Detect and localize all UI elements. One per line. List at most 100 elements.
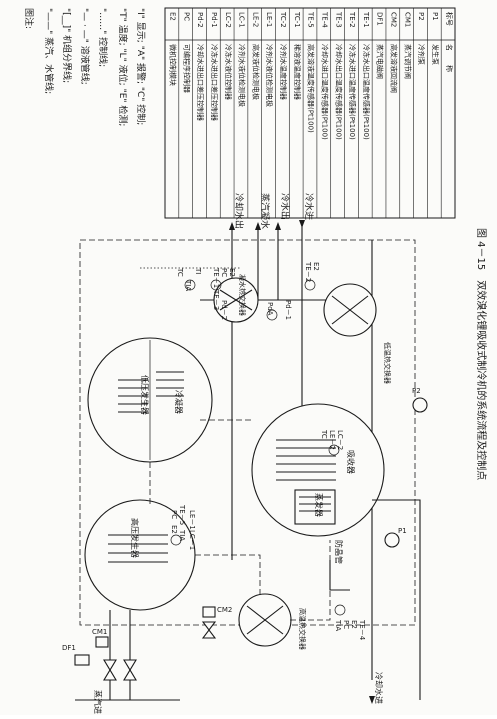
instrument-bubble bbox=[304, 279, 316, 291]
label-hx-high: 高温热交换器 bbox=[298, 608, 307, 650]
table-row: LE-1 冷剂水液位检测电极 bbox=[265, 12, 274, 107]
tag-le1: LE－1 bbox=[188, 510, 196, 530]
label-condenser: 冷凝器 bbox=[174, 390, 184, 414]
hx-diagonal bbox=[246, 605, 284, 635]
table-cell-name: 微机控制模块 bbox=[169, 44, 178, 86]
valve-icon bbox=[103, 668, 117, 681]
table-cell-name: 冷冻水进口温度传感器(Pt100) bbox=[348, 44, 357, 140]
tag-te1: TE－1 bbox=[212, 267, 220, 288]
table-cell-name: 发生泵 bbox=[431, 44, 440, 65]
label-cooling-water-in: 冷却水进 bbox=[374, 672, 384, 704]
table-row: CM1 蒸汽调节阀 bbox=[403, 12, 412, 79]
tag-tia-c: TIA bbox=[334, 619, 342, 631]
table-cell-name: 蒸汽电磁阀 bbox=[376, 44, 385, 79]
label-absorber: 吸收器 bbox=[346, 450, 356, 474]
table-cell-code: TE-1 bbox=[362, 11, 370, 28]
hx-diagonal bbox=[219, 289, 253, 311]
tag-pd2: Pd－2 bbox=[220, 300, 228, 320]
tag-pd1: Pd－1 bbox=[284, 300, 292, 320]
label-evaporator: 蒸发器 bbox=[314, 493, 324, 517]
table-cell-name: 冷却水进口温度传感器(Pt100) bbox=[320, 44, 329, 140]
tag-pc-c: PC bbox=[342, 620, 350, 629]
valve-icon bbox=[103, 659, 117, 672]
low-gen-coil bbox=[118, 379, 148, 413]
component-table: E2微机控制模块PC可编程序控制器Pd-2冷却水进出口差压控制器Pd-1冷冻水进… bbox=[164, 7, 456, 219]
valve-icon bbox=[123, 659, 137, 672]
tag-tc: TC bbox=[176, 267, 184, 277]
table-cell-name: 高发溶液温度传感器(Pt100) bbox=[307, 44, 316, 133]
valve-icon bbox=[201, 629, 217, 639]
table-cell-name: 高发溶液回流阀 bbox=[390, 44, 399, 93]
instrument-bubble bbox=[170, 534, 182, 546]
tag-e2-d: E2 bbox=[350, 620, 358, 629]
regulating-valve-cm1 bbox=[95, 636, 109, 648]
arrow-up-icon bbox=[229, 222, 235, 230]
table-cell-name: 冷剂水液位检测电极 bbox=[265, 44, 274, 107]
system-diagram: 冷却水出 蒸汽凝水 冷水出 冷水进 凝水热交换器 低温热交换器 低压发生器 冷凝… bbox=[62, 193, 428, 714]
table-cell-code: LE-1 bbox=[265, 12, 273, 27]
tag-te2: TE－2 bbox=[304, 261, 312, 282]
tag-e2-c: E2 bbox=[312, 262, 320, 271]
table-cell-name: 冷冻水液位控制器 bbox=[224, 44, 233, 100]
condenser-coil bbox=[156, 371, 184, 397]
table-cell-code: 标号 bbox=[445, 12, 454, 26]
absorber-evaporator-shell bbox=[251, 403, 385, 537]
legend-title: 图注: bbox=[23, 8, 35, 29]
label-steam-condensate: 蒸汽凝水 bbox=[259, 193, 271, 229]
table-row: PC 可编程序控制器 bbox=[182, 12, 191, 93]
table-cell-code: E2 bbox=[169, 12, 177, 21]
legend-line-3: "— · —" 溶液管线; bbox=[79, 8, 91, 85]
tag-lc1: LC－1 bbox=[188, 530, 196, 550]
solution-lines bbox=[149, 419, 331, 621]
hx-diagonal bbox=[331, 295, 369, 325]
table-cell-code: CM1 bbox=[403, 12, 411, 27]
legend: 图注: "——" 蒸汽、水管线; "[__]" 机组分界线; "— · —" 溶… bbox=[23, 8, 147, 126]
tag-te5: TE－5 bbox=[178, 504, 186, 525]
table-cell-code: P2 bbox=[417, 12, 425, 21]
table-row: CM2 高发溶液回流阀 bbox=[390, 12, 399, 93]
tag-tc2: TC bbox=[320, 429, 328, 439]
table-cell-name: 高发液位检测电极 bbox=[251, 44, 260, 100]
label-hx-condensate: 凝水热交换器 bbox=[238, 274, 247, 316]
tag-pc-a: PC bbox=[170, 510, 178, 519]
table-cell-name: 可编程序控制器 bbox=[182, 44, 191, 93]
instrument-bubbles bbox=[170, 279, 346, 616]
solenoid-df1 bbox=[74, 654, 90, 666]
arrow-up-icon bbox=[275, 222, 281, 230]
label-steam-in: 蒸汽进 bbox=[93, 690, 103, 714]
table-cell-name: 蒸汽调节阀 bbox=[403, 44, 412, 79]
legend-line-2: "[__]" 机组分界线; bbox=[61, 8, 73, 83]
table-cell-code: PC bbox=[182, 12, 190, 21]
table-cell-code: Pd-1 bbox=[210, 12, 218, 28]
table-row: E2 微机控制模块 bbox=[169, 12, 178, 86]
table-cell-name: 名 称 bbox=[445, 44, 454, 72]
legend-line-1: "——" 蒸汽、水管线; bbox=[43, 8, 55, 94]
label-chilled-water-out: 冷水出 bbox=[279, 193, 291, 220]
evaporator-coil bbox=[299, 496, 331, 512]
pump-p1 bbox=[384, 532, 400, 548]
instrument-bubble bbox=[334, 604, 346, 616]
instrument-bubble bbox=[184, 279, 196, 291]
figure-caption: 图 4－15 双效溴化锂吸收式制冷机的系统流程及控制点 bbox=[475, 228, 488, 480]
arrow-down-icon bbox=[369, 696, 375, 704]
table-cell-name: 冷冻水出口温度传感器(Pt100) bbox=[362, 44, 371, 140]
tag-te4: TE－4 bbox=[358, 619, 366, 641]
crystal-pipe bbox=[329, 560, 350, 591]
table-cell-code: CM2 bbox=[390, 12, 398, 27]
label-chilled-water-in: 冷水进 bbox=[303, 193, 315, 220]
instrument-bubble bbox=[328, 444, 340, 456]
tag-tia-b: TIA bbox=[184, 279, 192, 291]
label-p2: P2 bbox=[412, 387, 421, 395]
instrument-bubble bbox=[210, 279, 222, 291]
tag-pda: PdA bbox=[266, 302, 274, 316]
tag-te3: TE－3 bbox=[212, 289, 220, 310]
cooling-water-return bbox=[372, 499, 421, 700]
legend-line-6: "I" 显示; "A" 报警; "C" 控制; bbox=[135, 8, 147, 125]
arrow-up-icon bbox=[255, 222, 261, 230]
